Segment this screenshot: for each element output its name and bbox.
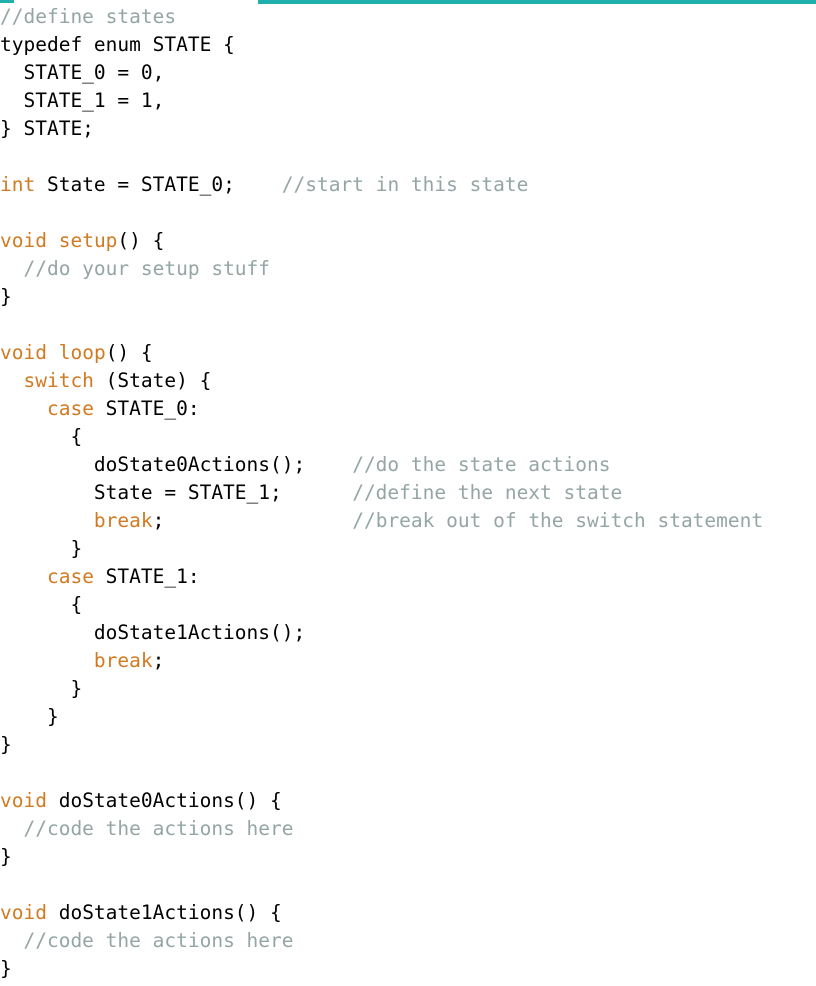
code-keyword: int [0, 173, 36, 196]
code-keyword: void [0, 789, 47, 812]
code-text: State = STATE_0; [35, 173, 282, 196]
code-text: () { [105, 341, 153, 364]
code-line[interactable]: int State = STATE_0; //start in this sta… [0, 171, 763, 199]
code-keyword: break [93, 509, 153, 532]
code-text: doState0Actions(); [0, 453, 353, 476]
code-keyword: break [93, 649, 153, 672]
code-line[interactable]: } [0, 535, 763, 563]
code-text: } [0, 705, 59, 728]
code-text [0, 397, 47, 420]
code-line[interactable]: } [0, 843, 763, 871]
code-comment: //code the actions here [23, 817, 294, 840]
code-keyword: switch [23, 369, 94, 392]
code-text: doState1Actions(); [0, 621, 306, 644]
code-line[interactable]: //code the actions here [0, 815, 763, 843]
code-text: STATE_0: [93, 397, 200, 420]
code-line[interactable] [0, 143, 763, 171]
code-comment: //do your setup stuff [23, 257, 271, 280]
code-line[interactable]: case STATE_1: [0, 563, 763, 591]
code-comment: //break out of the switch statement [352, 509, 764, 532]
code-text: ; [152, 509, 353, 532]
code-keyword: setup [58, 229, 118, 252]
code-line[interactable]: break; [0, 647, 763, 675]
code-comment: //code the actions here [23, 929, 294, 952]
code-line[interactable]: { [0, 591, 763, 619]
code-text: doState1Actions() { [46, 901, 282, 924]
code-text: } [0, 957, 12, 980]
code-line[interactable] [0, 759, 763, 787]
code-keyword: case [46, 397, 94, 420]
active-tab-indicator [258, 0, 816, 4]
code-comment: //start in this state [281, 173, 529, 196]
code-text [0, 817, 23, 840]
code-line[interactable]: //code the actions here [0, 927, 763, 955]
code-line[interactable]: void loop() { [0, 339, 763, 367]
code-text [0, 565, 47, 588]
code-keyword: void [0, 341, 47, 364]
code-text: } [0, 733, 12, 756]
code-line[interactable]: void setup() { [0, 227, 763, 255]
code-line[interactable]: { [0, 423, 763, 451]
code-line[interactable]: } [0, 731, 763, 759]
code-text: typedef enum STATE { [0, 33, 235, 56]
code-text: } [0, 285, 12, 308]
code-text: STATE_0 = 0, [0, 61, 165, 84]
tab-indicator-left [0, 0, 14, 3]
code-text: (State) { [93, 369, 212, 392]
code-line[interactable]: State = STATE_1; //define the next state [0, 479, 763, 507]
code-text: ; [152, 649, 165, 672]
code-line[interactable]: switch (State) { [0, 367, 763, 395]
code-text: STATE_1: [93, 565, 200, 588]
code-text: } [0, 537, 83, 560]
code-text: } STATE; [0, 117, 94, 140]
code-line[interactable] [0, 871, 763, 899]
code-line[interactable]: break; //break out of the switch stateme… [0, 507, 763, 535]
code-editor[interactable]: //define states typedef enum STATE { STAT… [0, 3, 763, 983]
code-text [0, 649, 94, 672]
code-keyword: void [0, 229, 47, 252]
code-text: doState0Actions() { [46, 789, 282, 812]
code-text [47, 229, 59, 252]
code-line[interactable]: typedef enum STATE { [0, 31, 763, 59]
code-line[interactable]: void doState0Actions() { [0, 787, 763, 815]
code-keyword: void [0, 901, 47, 924]
code-line[interactable]: void doState1Actions() { [0, 899, 763, 927]
code-line[interactable]: STATE_0 = 0, [0, 59, 763, 87]
code-line[interactable]: } [0, 703, 763, 731]
code-text: { [0, 593, 83, 616]
code-line[interactable]: case STATE_0: [0, 395, 763, 423]
code-keyword: case [46, 565, 94, 588]
code-text: () { [117, 229, 165, 252]
code-text [0, 929, 23, 952]
code-text [0, 257, 23, 280]
code-comment: //do the state actions [352, 453, 611, 476]
code-line[interactable]: STATE_1 = 1, [0, 87, 763, 115]
code-line[interactable]: } [0, 955, 763, 983]
code-text: { [0, 425, 83, 448]
code-comment: //define the next state [352, 481, 623, 504]
code-line[interactable]: doState1Actions(); [0, 619, 763, 647]
code-text [47, 341, 59, 364]
code-line[interactable]: //do your setup stuff [0, 255, 763, 283]
code-text: } [0, 845, 12, 868]
code-line[interactable]: } [0, 283, 763, 311]
code-line[interactable]: } STATE; [0, 115, 763, 143]
code-line[interactable]: } [0, 675, 763, 703]
code-keyword: loop [58, 341, 106, 364]
code-line[interactable] [0, 311, 763, 339]
code-line[interactable]: //define states [0, 3, 763, 31]
code-text [0, 369, 23, 392]
code-line[interactable]: doState0Actions(); //do the state action… [0, 451, 763, 479]
code-text: State = STATE_1; [0, 481, 353, 504]
code-comment: //define states [0, 5, 177, 28]
code-text: } [0, 677, 83, 700]
code-text: STATE_1 = 1, [0, 89, 165, 112]
code-text [0, 509, 94, 532]
code-line[interactable] [0, 199, 763, 227]
